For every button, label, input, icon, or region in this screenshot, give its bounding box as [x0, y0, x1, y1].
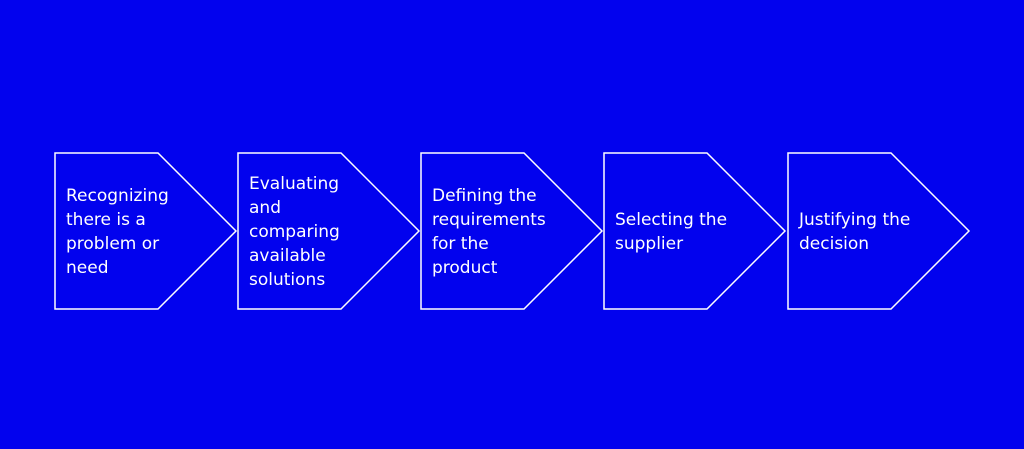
step-label-2: Evaluating and comparing available solut… [249, 174, 340, 290]
step-label-4: Selecting the supplier [615, 210, 728, 254]
step-arrow-shape-4 [603, 152, 787, 310]
step-arrow-shape-1 [54, 152, 238, 310]
step-arrow-shape-2 [237, 152, 421, 310]
step-label-3: Defining the requirements for the produc… [432, 186, 546, 278]
step-label-5: Justifying the decision [799, 210, 911, 254]
step-arrow-shape-5 [787, 152, 971, 310]
step-label-1: Recognizing there is a problem or need [66, 186, 169, 278]
step-arrow-shape-3 [420, 152, 604, 310]
